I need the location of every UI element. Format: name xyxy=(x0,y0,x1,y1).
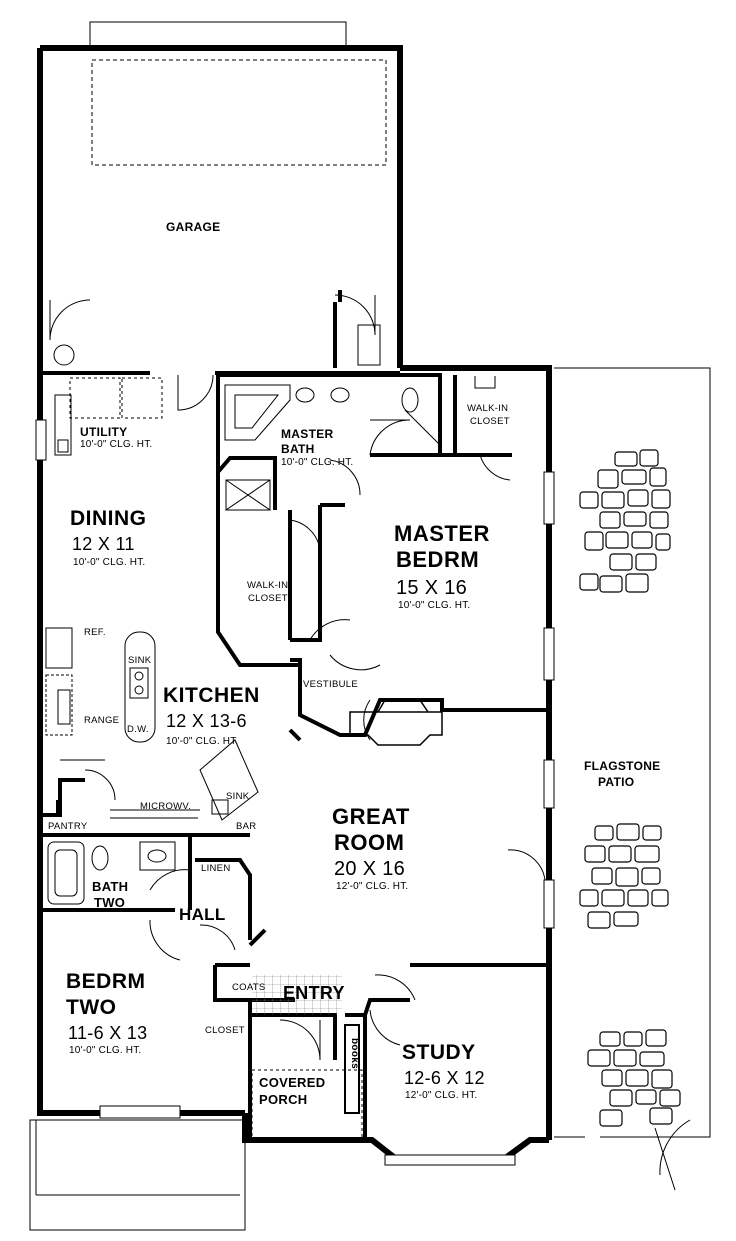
master-bath-label-2: BATH xyxy=(281,442,315,456)
bedrm-two-label-1: BEDRM xyxy=(66,970,146,993)
garage-label: GARAGE xyxy=(166,220,221,234)
walkin-closet-mid-1: WALK-IN xyxy=(247,580,289,591)
flagstone-patio-label-1: FLAGSTONE xyxy=(584,759,661,773)
patio xyxy=(554,367,711,1138)
covered-porch-label-1: COVERED xyxy=(259,1075,326,1090)
front-stoop xyxy=(29,1119,246,1231)
microwv-label: MICROWV. xyxy=(140,801,192,812)
books-label: books xyxy=(349,1038,360,1069)
door-swings xyxy=(49,294,691,1191)
ref-label: REF. xyxy=(84,627,106,638)
range-label: RANGE xyxy=(84,715,120,726)
bath-two-label-1: BATH xyxy=(92,879,129,894)
bar-label: BAR xyxy=(236,821,257,832)
master-bedrm-clg: 10'-0" CLG. HT. xyxy=(398,600,471,611)
study-label: STUDY xyxy=(402,1041,476,1064)
kitchen-fixtures xyxy=(45,627,259,821)
books-shelf xyxy=(344,1024,360,1114)
dw-label: D.W. xyxy=(127,724,149,735)
great-room-clg: 12'-0" CLG. HT. xyxy=(336,881,409,892)
flagstones xyxy=(579,449,681,1127)
great-room-label-1: GREAT xyxy=(332,804,410,829)
dining-clg: 10'-0" CLG. HT. xyxy=(73,557,146,568)
utility-clg: 10'-0" CLG. HT. xyxy=(80,439,153,450)
master-bath-fixtures xyxy=(224,376,496,511)
master-bath-label-1: MASTER xyxy=(281,427,334,441)
garage-fixtures xyxy=(53,324,381,366)
dining-dims: 12 X 11 xyxy=(72,534,135,554)
master-bedrm-dims: 15 X 16 xyxy=(396,577,468,599)
linen-label: LINEN xyxy=(201,863,231,874)
walkin-closet-mid-2: CLOSET xyxy=(248,593,288,604)
master-bedrm-label-2: BEDRM xyxy=(396,547,480,572)
kitchen-label: KITCHEN xyxy=(163,684,260,707)
hall-label: HALL xyxy=(179,905,226,924)
bedrm-two-clg: 10'-0" CLG. HT. xyxy=(69,1045,142,1056)
bedrm-two-label-2: TWO xyxy=(66,996,117,1019)
entry-tile xyxy=(252,975,342,1015)
bath-two-label-2: TWO xyxy=(94,895,126,910)
windows xyxy=(35,419,555,1166)
walkin-closet-top-2: CLOSET xyxy=(470,416,510,427)
vestibule-label: VESTIBULE xyxy=(303,679,358,690)
bath-two-fixtures xyxy=(47,841,176,905)
kitchen-clg: 10'-0" CLG. HT. xyxy=(166,736,239,747)
sink-bar-label: SINK xyxy=(226,791,250,802)
flagstone-patio-label-2: PATIO xyxy=(598,775,635,789)
fireplace xyxy=(349,699,443,746)
great-room-label-2: ROOM xyxy=(334,830,405,855)
kitchen-dims: 12 X 13-6 xyxy=(166,711,247,731)
master-bath-clg: 10'-0" CLG. HT. xyxy=(281,457,354,468)
sink-kitchen-label: SINK xyxy=(128,655,152,666)
study-clg: 12'-0" CLG. HT. xyxy=(405,1090,478,1101)
covered-porch-label-2: PORCH xyxy=(259,1092,308,1107)
walkin-closet-top-1: WALK-IN xyxy=(467,403,509,414)
closet-label: CLOSET xyxy=(205,1025,245,1036)
utility-label: UTILITY xyxy=(80,425,128,439)
dining-label: DINING xyxy=(70,507,147,530)
coats-label: COATS xyxy=(232,982,266,993)
porch-outline xyxy=(251,1069,363,1141)
bedrm-two-dims: 11-6 X 13 xyxy=(68,1023,148,1043)
entry-label: ENTRY xyxy=(283,983,345,1003)
great-room-dims: 20 X 16 xyxy=(334,858,406,880)
garage-apron xyxy=(89,21,387,166)
study-dims: 12-6 X 12 xyxy=(404,1068,485,1088)
master-bedrm-label-1: MASTER xyxy=(394,521,490,546)
utility-fixtures xyxy=(54,377,163,456)
pantry-label: PANTRY xyxy=(48,821,88,832)
